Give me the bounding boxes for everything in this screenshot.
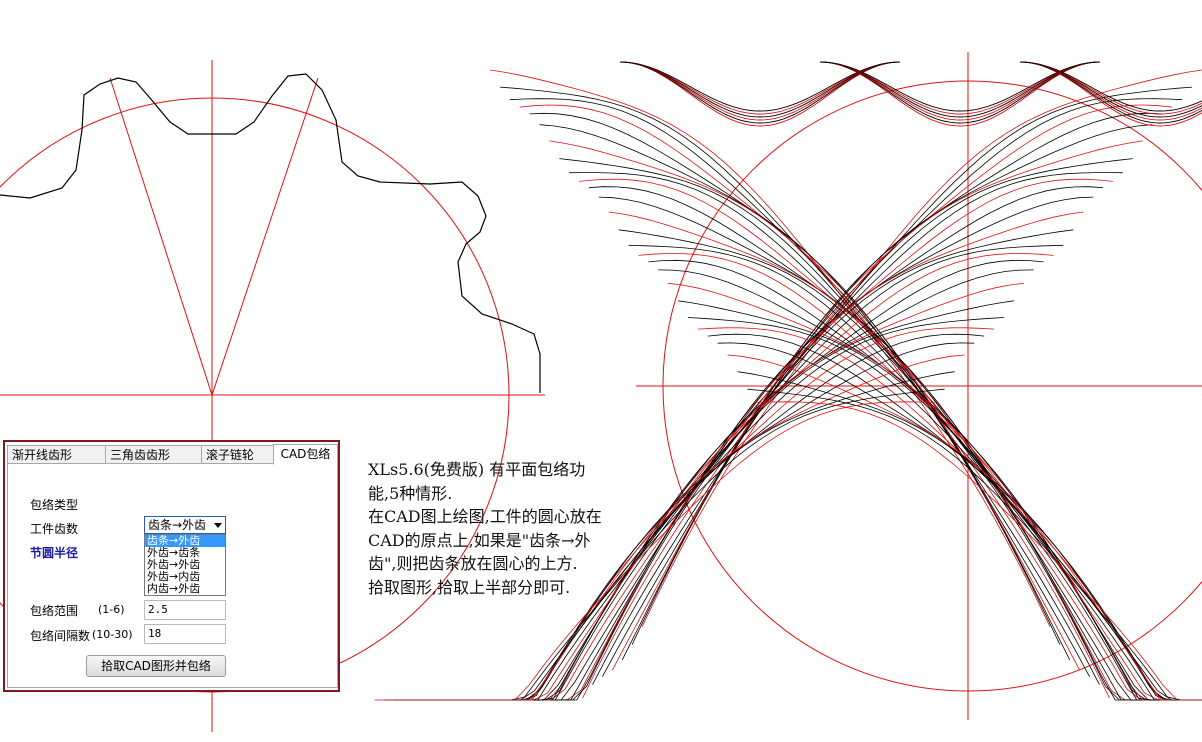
dropdown-option[interactable]: 外齿→齿条 [147, 547, 201, 559]
rack-tooth-curve [819, 61, 1101, 121]
envelope-curve [473, 269, 1034, 701]
envelope-curve [608, 211, 1169, 701]
tooth-ray-line [109, 77, 213, 396]
description-line: 拾取图形,拾取上半部分即可. [368, 577, 571, 597]
rack-tooth-curve [819, 61, 1101, 112]
envelope-curve [747, 388, 1202, 701]
tab-triangle[interactable]: 三角齿齿形 [105, 445, 202, 464]
rack-tooth-curve [619, 61, 901, 124]
envelope-curve [621, 98, 1183, 661]
envelope-curve [552, 178, 1113, 701]
envelope-curve [549, 140, 1110, 699]
rack-tooth-curve [819, 61, 1101, 124]
envelope-curve [463, 282, 1024, 701]
envelope-type-dropdown[interactable]: 齿条→外齿 外齿→齿条 外齿→外齿 外齿→内齿 内齿→外齿 [144, 534, 226, 596]
envelope-curve [757, 401, 1202, 701]
rack-tooth-curve [1019, 61, 1202, 118]
envelope-curve [727, 354, 1202, 701]
description-line: XLs5.6(免费版) 有平面包络功 [368, 460, 586, 479]
pitch-radius-label: 节圆半径 [30, 546, 79, 560]
description-line: 能,5种情形. [368, 483, 453, 503]
envelope-curve [513, 229, 1074, 701]
rack-tooth-curve [819, 61, 1101, 115]
interval-hint: (10-30) [92, 628, 133, 641]
envelope-type-label: 包络类型 [30, 498, 79, 512]
envelope-curve [533, 196, 1094, 701]
envelope-curve [687, 317, 1202, 701]
envelope-curve [499, 86, 1061, 645]
description-line: 齿",则把齿条放在圆心的上方. [368, 554, 578, 573]
rack-tooth-curve [819, 61, 1101, 127]
description-text: XLs5.6(免费版) 有平面包络功 能,5种情形. 在CAD图上绘图,工件的圆… [368, 458, 658, 599]
range-input[interactable]: 2.5 [144, 600, 226, 620]
rack-tooth-curve [619, 61, 901, 127]
envelope-curve [717, 342, 1202, 701]
description-line: CAD的原点上,如果是"齿条→外 [368, 530, 591, 550]
envelope-curve [539, 124, 1100, 685]
envelope-curve [453, 300, 1014, 701]
range-hint: (1-6) [98, 603, 125, 616]
rack-tooth-curve [1019, 61, 1202, 112]
envelope-curve [668, 282, 1202, 701]
envelope-type-value: 齿条→外齿 [148, 518, 207, 532]
envelope-curve [641, 69, 1202, 627]
description-line: 在CAD图上绘图,工件的圆心放在 [368, 507, 602, 526]
rack-tooth-curve [619, 61, 901, 115]
tab-roller-chain[interactable]: 滚子链轮 [201, 445, 274, 464]
rack-tooth-curve [819, 61, 1101, 118]
envelope-curve [489, 69, 1051, 627]
envelope-curve [569, 172, 1130, 701]
envelope-curve [483, 259, 1044, 701]
chevron-down-icon[interactable] [214, 523, 222, 528]
dropdown-option[interactable]: 外齿→内齿 [147, 571, 201, 583]
envelope-dialog: 渐开线齿形 三角齿齿形 滚子链轮 CAD包络 包络类型 齿条→外齿 齿条→外齿 … [3, 440, 340, 692]
envelope-curve [572, 158, 1133, 701]
tooth-count-label: 工件齿数 [30, 522, 79, 536]
envelope-curve [559, 158, 1120, 701]
pitch-circle [0, 97, 510, 693]
tooth-ray-line [211, 77, 319, 396]
envelope-curve [648, 259, 1202, 701]
rack-tooth-curve [619, 61, 901, 121]
rack-tooth-curve [1019, 61, 1202, 121]
envelope-curve [592, 124, 1153, 685]
envelope-pitch-circle [662, 80, 1202, 692]
tab-strip: 渐开线齿形 三角齿齿形 滚子链轮 CAD包络 [7, 444, 338, 465]
envelope-curve [628, 244, 1189, 701]
envelope-curve [618, 229, 1179, 701]
envelope-curve [374, 401, 935, 701]
gear-tooth-profile [0, 73, 541, 393]
dropdown-option[interactable]: 内齿→外齿 [147, 583, 201, 595]
dropdown-option[interactable]: 齿条→外齿 [145, 535, 225, 547]
envelope-curve [678, 300, 1202, 701]
interval-label: 包络间隔数 [30, 629, 91, 643]
envelope-curve [579, 178, 1140, 701]
rack-tooth-curve [619, 61, 901, 112]
interval-input[interactable]: 18 [144, 624, 226, 644]
rack-tooth-curve [1019, 61, 1202, 127]
envelope-curve [588, 186, 1149, 701]
rack-tooth-curve [619, 61, 901, 118]
rack-tooth-curve [1019, 61, 1202, 115]
envelope-curve [737, 371, 1202, 701]
envelope-curve [562, 172, 1123, 701]
rack-tooth-curve [1019, 61, 1202, 124]
tab-involute[interactable]: 渐开线齿形 [7, 445, 106, 464]
envelope-curve [582, 140, 1143, 699]
envelope-curve [523, 211, 1084, 701]
envelope-curve [543, 186, 1104, 701]
dropdown-option[interactable]: 外齿→外齿 [147, 559, 201, 571]
range-label: 包络范围 [30, 604, 79, 618]
tab-cad-envelope[interactable]: CAD包络 [273, 444, 338, 465]
envelope-type-select[interactable]: 齿条→外齿 [144, 516, 226, 534]
pick-envelope-button[interactable]: 拾取CAD图形并包络 [86, 655, 226, 677]
envelope-curve [598, 196, 1159, 701]
envelope-curve [658, 269, 1202, 701]
envelope-curves-drawing [374, 52, 1202, 720]
cad-envelope-page: 包络类型 齿条→外齿 齿条→外齿 外齿→齿条 外齿→外齿 外齿→内齿 内齿→外齿… [7, 464, 338, 688]
